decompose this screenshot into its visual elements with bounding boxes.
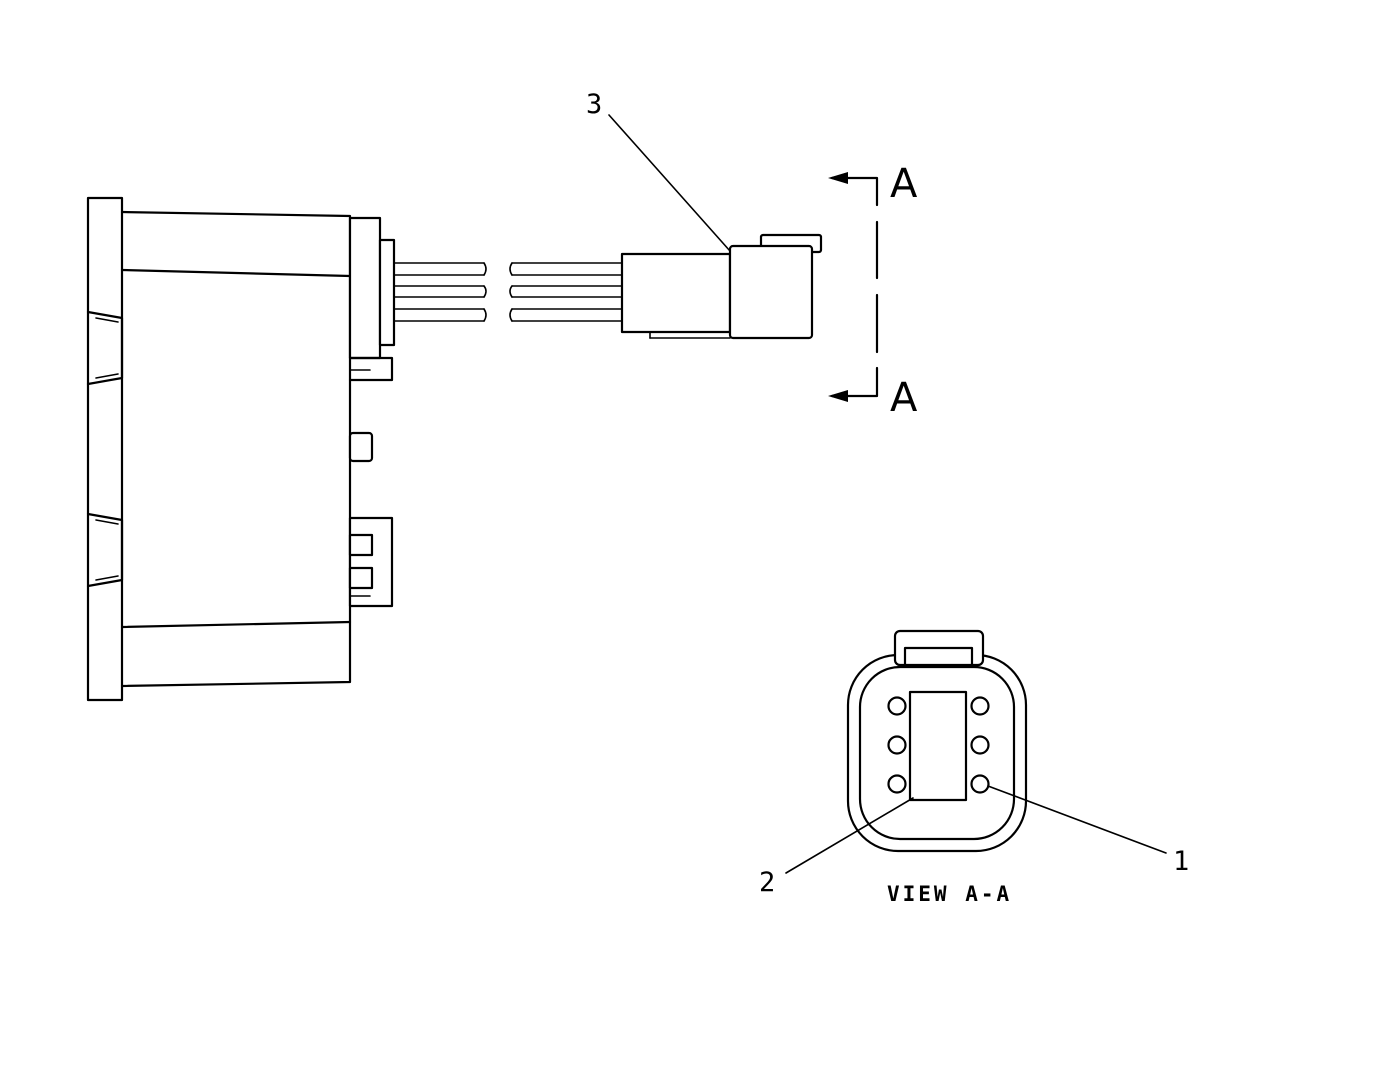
housing-body — [120, 210, 352, 688]
rear-terminal-block — [348, 516, 394, 608]
callout-3: 3 — [586, 89, 731, 252]
cavity-hole — [970, 735, 990, 755]
rear-cap — [348, 216, 382, 360]
wedge-lock — [908, 690, 968, 802]
cavity-hole — [887, 696, 907, 716]
section-marker-bottom: A — [890, 375, 918, 421]
section-marker-top: A — [890, 161, 918, 207]
connector-boot — [620, 252, 732, 334]
section-arrow-top — [828, 172, 848, 184]
section-arrow-bottom — [828, 390, 848, 402]
callout-1-label: 1 — [1173, 846, 1189, 877]
face-inner-shell — [858, 665, 1016, 841]
section-line-a-a: A A — [828, 161, 918, 421]
module-housing — [86, 196, 396, 702]
housing-band-top — [120, 268, 352, 278]
rear-pin — [348, 431, 374, 463]
cavity-hole — [970, 774, 990, 794]
face-latch — [893, 629, 985, 667]
wires-right — [509, 262, 623, 322]
rear-tab-upper — [348, 356, 394, 382]
rear-connector-socket — [378, 238, 396, 347]
callout-2: 2 — [759, 797, 914, 898]
plug-connector — [620, 233, 823, 340]
connector-head — [728, 244, 814, 340]
cavity-holes — [887, 696, 990, 794]
cavity-hole — [970, 696, 990, 716]
callout-2-label: 2 — [759, 867, 775, 898]
wires-left — [393, 262, 487, 322]
cavity-hole — [887, 735, 907, 755]
wire-harness — [393, 262, 623, 322]
housing-band-bottom — [120, 620, 352, 629]
cavity-hole — [887, 774, 907, 794]
bezel-flange — [86, 196, 124, 702]
view-a-a: VIEW A-A — [846, 629, 1028, 906]
mounting-clip-lower — [86, 512, 124, 588]
callout-1: 1 — [987, 785, 1189, 877]
mounting-clip-upper — [86, 310, 124, 386]
callout-3-label: 3 — [586, 89, 602, 120]
view-caption: VIEW A-A — [887, 882, 1012, 906]
